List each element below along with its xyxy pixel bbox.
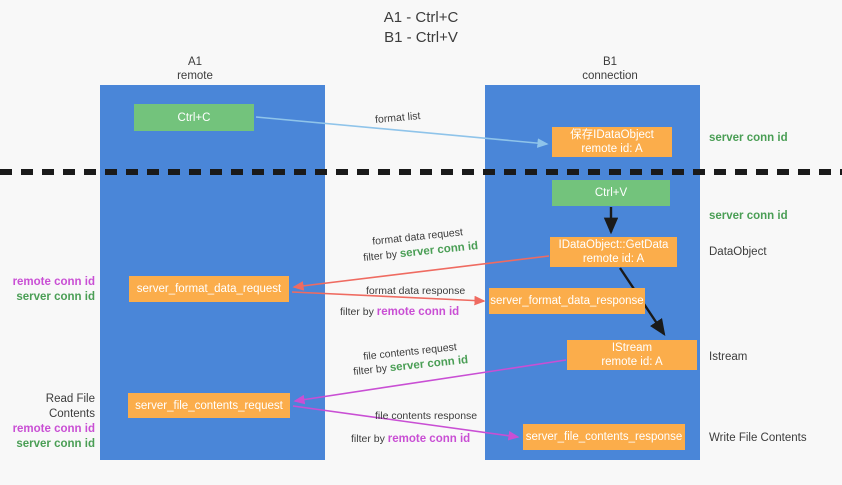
box-get-data[interactable]: IDataObject::GetData remote id: A xyxy=(550,237,677,267)
box-server-format-data-request-label: server_format_data_request xyxy=(136,283,282,295)
lane-header-b1: B1 connection xyxy=(545,55,675,83)
lane-b-subtitle: connection xyxy=(582,70,638,82)
lane-b-name: B1 xyxy=(602,56,618,68)
filter-by-text-2: filter by xyxy=(340,306,374,318)
box-ctrl-v-label: Ctrl+V xyxy=(594,187,628,199)
diagram-title: A1 - Ctrl+C B1 - Ctrl+V xyxy=(0,8,842,48)
lane-header-a1: A1 remote xyxy=(130,55,260,83)
box-istream-line1: IStream xyxy=(611,342,653,354)
edge-label-format-data-response-filter: filter by remote conn id xyxy=(340,305,459,319)
box-ctrl-c-label: Ctrl+C xyxy=(177,111,211,124)
box-get-data-line2: remote id: A xyxy=(582,253,645,265)
filter-remote-conn-id-2: remote conn id xyxy=(387,433,471,445)
left-annotation-file: Read File Contents remote conn id server… xyxy=(0,392,95,452)
box-server-file-contents-response-label: server_file_contents_response xyxy=(525,431,683,443)
box-server-file-contents-request-label: server_file_contents_request xyxy=(135,399,283,412)
edge-label-format-data-response: format data response xyxy=(366,285,466,297)
label-server-conn-id-top: server conn id xyxy=(709,132,788,144)
filter-by-text-3: filter by xyxy=(352,362,388,378)
box-istream[interactable]: IStream remote id: A xyxy=(567,340,697,370)
left-annotation-remote-conn-id-1: remote conn id xyxy=(12,276,95,288)
title-line-1: A1 - Ctrl+C xyxy=(383,9,459,26)
side-label-dataobject: DataObject xyxy=(709,246,767,258)
box-get-data-line1: IDataObject::GetData xyxy=(558,239,669,251)
box-server-file-contents-request[interactable]: server_file_contents_request xyxy=(128,393,290,418)
arrow-format-data-request xyxy=(292,255,550,291)
filter-by-text-4: filter by xyxy=(351,433,385,445)
box-data-object-line1: 保存IDataObject xyxy=(570,129,654,141)
edge-label-file-contents-response-filter: filter by remote conn id xyxy=(351,432,470,446)
filter-remote-conn-id-1: remote conn id xyxy=(376,306,460,318)
side-label-write-file-contents: Write File Contents xyxy=(709,432,807,444)
box-data-object-line2: remote id: A xyxy=(581,143,643,155)
label-server-conn-id-second: server conn id xyxy=(709,210,788,222)
arrow-file-contents-request xyxy=(293,359,567,405)
box-data-object[interactable]: 保存IDataObject remote id: A xyxy=(552,127,672,157)
arrow-format-list xyxy=(255,116,549,148)
left-annotation-server-conn-id-2: server conn id xyxy=(16,438,95,450)
left-annotation-remote-conn-id-2: remote conn id xyxy=(12,423,95,435)
box-ctrl-c[interactable]: Ctrl+C xyxy=(134,104,254,131)
left-annotation-read-file-contents: Read File Contents xyxy=(45,393,95,420)
box-server-format-data-response[interactable]: server_format_data_response xyxy=(489,288,645,314)
left-annotation-server-conn-id-1: server conn id xyxy=(16,291,95,303)
lane-a-subtitle: remote xyxy=(177,70,213,82)
side-label-istream: Istream xyxy=(709,351,748,363)
box-ctrl-v[interactable]: Ctrl+V xyxy=(552,180,670,206)
lane-a-name: A1 xyxy=(187,56,203,68)
arrow-file-contents-response xyxy=(292,405,520,441)
box-server-file-contents-response[interactable]: server_file_contents_response xyxy=(523,424,685,450)
box-server-format-data-request[interactable]: server_format_data_request xyxy=(129,276,289,302)
filter-by-text-1: filter by xyxy=(362,248,398,264)
box-server-format-data-response-label: server_format_data_response xyxy=(490,295,644,307)
box-istream-line2: remote id: A xyxy=(601,356,663,368)
title-line-2: B1 - Ctrl+V xyxy=(384,29,458,46)
left-annotation-format: remote conn id server conn id xyxy=(0,275,95,305)
edge-label-file-contents-response: file contents response xyxy=(375,410,478,422)
arrow-format-data-response xyxy=(291,291,486,306)
